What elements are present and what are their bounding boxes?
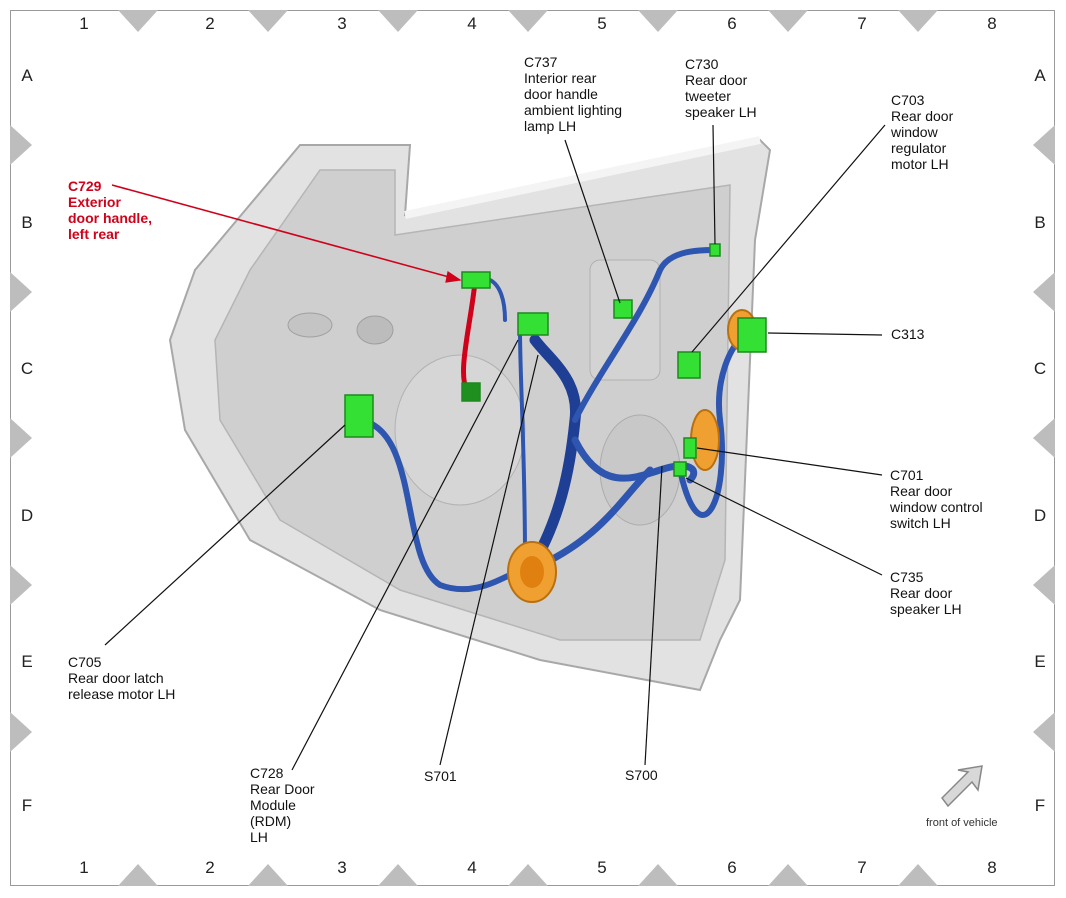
- callout-c705: C705 Rear door latch release motor LH: [68, 654, 176, 702]
- grid-col-top-6: 6: [727, 14, 737, 33]
- border-markers: [10, 10, 1055, 886]
- callout-c737: C737 Interior rear door handle ambient l…: [524, 54, 623, 134]
- connector-c737: [613, 299, 633, 319]
- grid-row-left-f: F: [21, 796, 33, 815]
- connector-c313: [737, 317, 767, 353]
- leader-lines: [104, 124, 886, 771]
- front-of-vehicle-arrow-icon: [941, 765, 983, 808]
- grid-col-top-2: 2: [205, 14, 215, 33]
- callout-s700: S700: [625, 767, 658, 783]
- grid-row-right-a: A: [1034, 66, 1046, 85]
- grid-col-top-4: 4: [467, 14, 477, 33]
- grommets: [507, 309, 757, 603]
- grid-col-top-8: 8: [987, 14, 997, 33]
- connector-c728: [517, 312, 549, 336]
- connector-latch: [461, 382, 481, 402]
- grid-col-bottom-8: 8: [987, 858, 997, 877]
- grid-col-top-1: 1: [79, 14, 89, 33]
- grid-row-right-d: D: [1033, 506, 1047, 525]
- grid-row-left-e: E: [21, 652, 33, 671]
- grid-row-right-f: F: [1034, 796, 1046, 815]
- connector-c729: [461, 271, 491, 289]
- connector-c701: [683, 437, 697, 459]
- connector-c735: [673, 461, 687, 477]
- callout-c701: C701 Rear door window control switch LH: [890, 467, 983, 531]
- grid-row-right-e: E: [1034, 652, 1046, 671]
- front-of-vehicle-label: front of vehicle: [926, 817, 998, 829]
- callout-s701: S701: [424, 768, 457, 784]
- callout-c313: C313: [891, 326, 925, 342]
- grid-col-bottom-2: 2: [205, 858, 215, 877]
- grid-col-top-7: 7: [857, 14, 867, 33]
- grid-col-bottom-3: 3: [337, 858, 347, 877]
- grid-col-bottom-4: 4: [467, 858, 477, 877]
- grid-col-top-3: 3: [337, 14, 347, 33]
- grid-row-left-d: D: [20, 506, 34, 525]
- grid-col-bottom-1: 1: [79, 858, 89, 877]
- grid-col-bottom-7: 7: [857, 858, 867, 877]
- grid-row-left-c: C: [20, 359, 34, 378]
- grid-row-right-c: C: [1033, 359, 1047, 378]
- connector-c705: [344, 394, 374, 438]
- callout-c735: C735 Rear door speaker LH: [890, 569, 962, 617]
- callout-c730: C730 Rear door tweeter speaker LH: [685, 56, 757, 120]
- grid-col-bottom-5: 5: [597, 858, 607, 877]
- grid-row-left-a: A: [21, 66, 33, 85]
- grid-row-left-b: B: [21, 213, 33, 232]
- grid-col-bottom-6: 6: [727, 858, 737, 877]
- connectors: [344, 243, 767, 477]
- connector-c730: [709, 243, 721, 257]
- connector-c703: [677, 351, 701, 379]
- callout-c728: C728 Rear Door Module (RDM) LH: [250, 765, 315, 845]
- callout-c729: C729 Exterior door handle, left rear: [68, 178, 152, 242]
- grid-col-top-5: 5: [597, 14, 607, 33]
- door-panel: [168, 136, 772, 692]
- grid-row-right-b: B: [1034, 213, 1046, 232]
- callout-c703: C703 Rear door window regulator motor LH: [891, 92, 954, 172]
